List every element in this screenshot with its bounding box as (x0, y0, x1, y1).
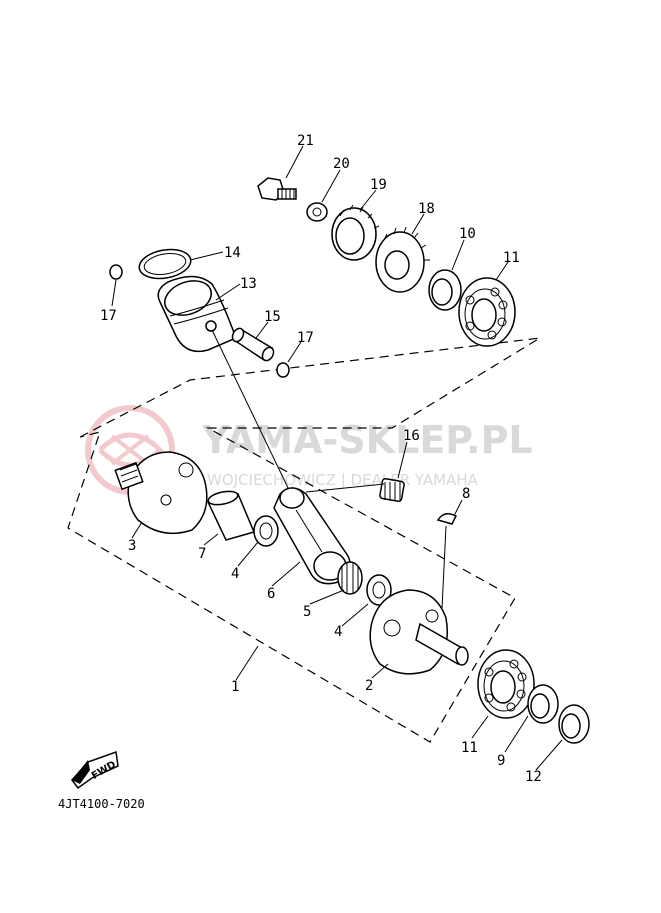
part-10-oil-seal (428, 269, 462, 311)
callout-16: 16 (403, 428, 420, 444)
part-13-piston (157, 275, 237, 353)
part-19-gear (331, 204, 380, 261)
watermark-subtitle: WOJCIECHOWICZ | DEALER YAMAHA (207, 471, 479, 489)
callout-8: 8 (462, 486, 470, 502)
callout-4-right: 4 (334, 624, 342, 640)
part-3-crank-half-left (114, 451, 208, 535)
callout-5: 5 (303, 604, 311, 620)
part-15-piston-pin (231, 327, 275, 362)
callout-11-upper: 11 (503, 250, 520, 266)
callout-1: 1 (231, 679, 239, 695)
callout-10: 10 (459, 226, 476, 242)
part-11-bearing-lower (477, 649, 535, 719)
part-12-oil-seal (558, 704, 590, 744)
part-4-thrust-washer-left (253, 515, 279, 547)
callout-3: 3 (128, 538, 136, 554)
callout-14: 14 (224, 245, 241, 261)
part-11-bearing-upper (458, 277, 516, 347)
callout-4-left: 4 (231, 566, 239, 582)
part-5-bearing-big-end (337, 561, 363, 595)
callout-2: 2 (365, 678, 373, 694)
forward-arrow-icon: FWD (71, 750, 119, 790)
part-18-gear (375, 226, 430, 293)
callout-11-lower: 11 (461, 740, 478, 756)
part-2-crank-half-right (369, 589, 469, 675)
callout-leaders (111, 145, 563, 771)
diagram-code: 4JT4100-7020 (58, 797, 145, 811)
callout-20: 20 (333, 156, 350, 172)
part-7-crank-pin (206, 490, 256, 541)
part-17-clip-right (276, 362, 290, 378)
callout-17-right: 17 (297, 330, 314, 346)
part-9-oil-seal (527, 684, 559, 724)
callout-12: 12 (525, 769, 542, 785)
callout-labels: 21 20 19 18 10 11 14 13 17 15 17 16 8 3 … (100, 133, 542, 785)
part-20-washer (306, 202, 328, 222)
crankshaft-assembly-outline (67, 337, 541, 743)
callout-6: 6 (267, 586, 275, 602)
piston-alignment-line (211, 329, 291, 493)
part-4-thrust-washer-right (366, 574, 392, 606)
callout-21: 21 (297, 133, 314, 149)
part-6-connecting-rod (273, 487, 352, 585)
watermark-title: YAMA-SKLEP.PL (201, 418, 533, 462)
small-end-leader-line (305, 483, 385, 493)
part-17-clip-left (109, 264, 123, 280)
callout-9: 9 (497, 753, 505, 769)
callout-7: 7 (198, 546, 206, 562)
callout-19: 19 (370, 177, 387, 193)
part-21-bolt (257, 177, 297, 201)
callout-13: 13 (240, 276, 257, 292)
callout-17-left: 17 (100, 308, 117, 324)
callout-15: 15 (264, 309, 281, 325)
part-8-woodruff-key (436, 513, 458, 525)
callout-18: 18 (418, 201, 435, 217)
part-16-bearing-small-end (379, 477, 405, 503)
